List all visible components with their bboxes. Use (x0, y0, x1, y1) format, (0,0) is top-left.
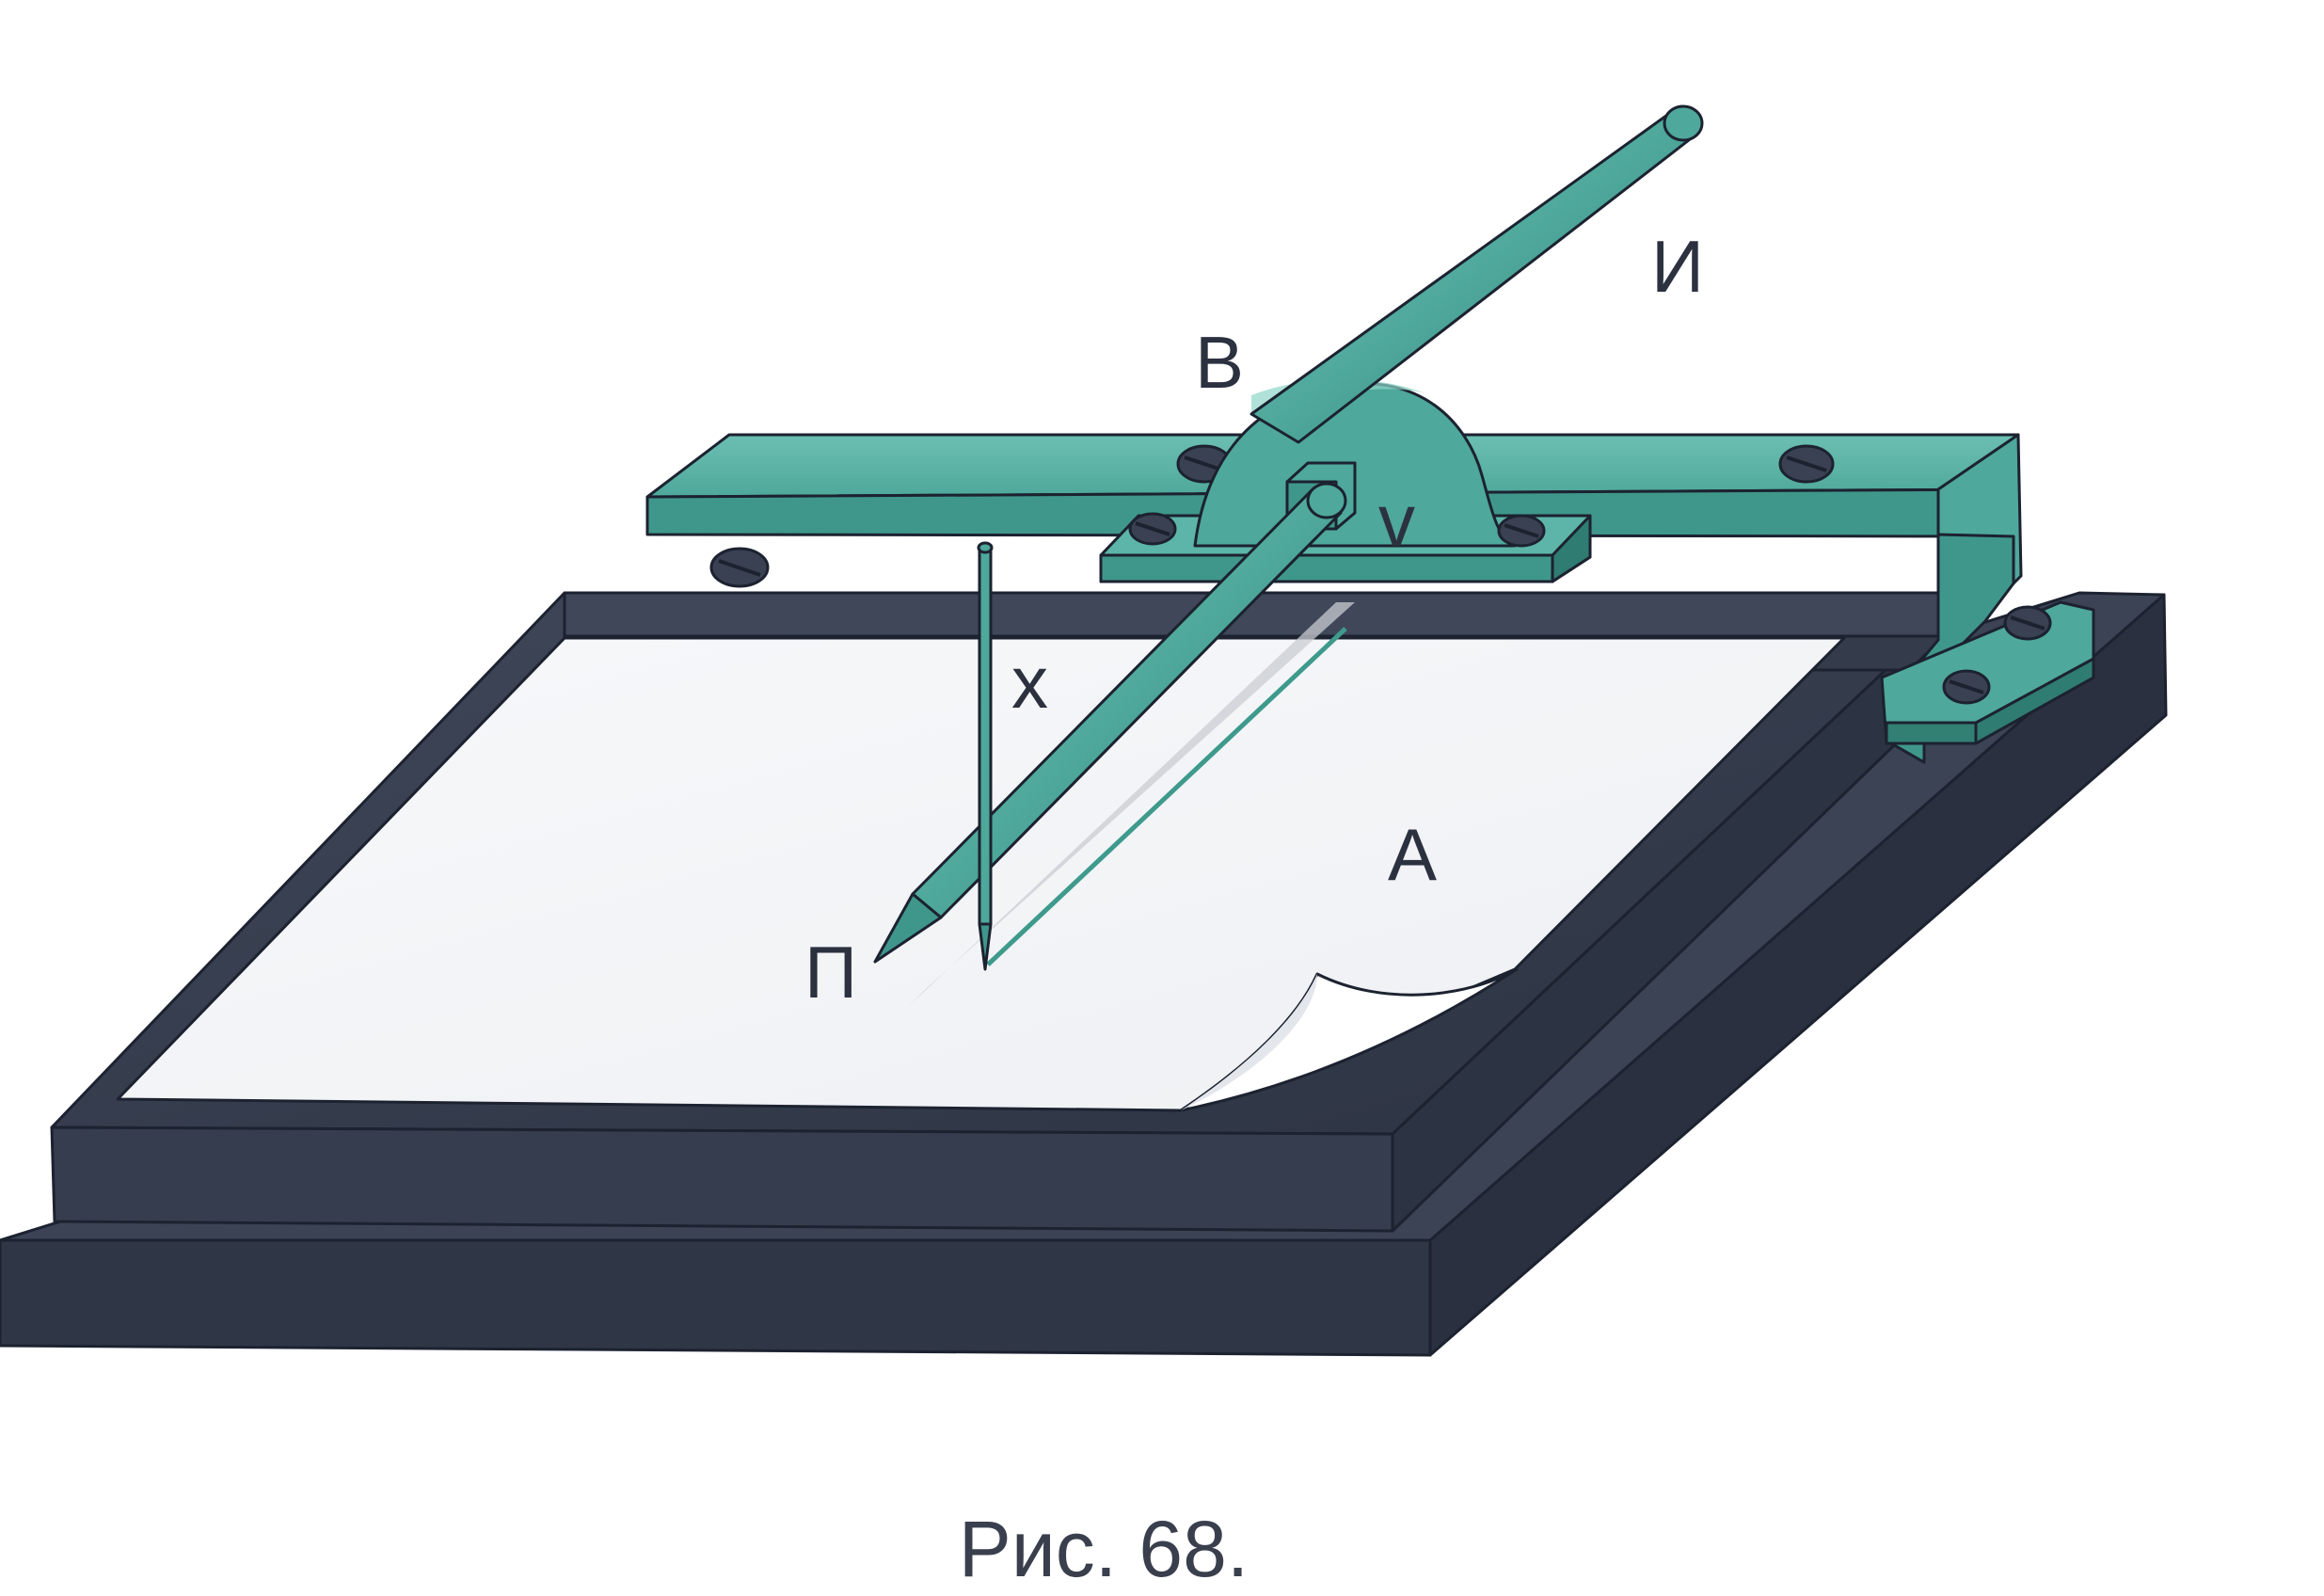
screw-icon (1128, 512, 1177, 546)
needle (977, 541, 994, 971)
screw-icon (2003, 605, 2052, 641)
label-x: x (1011, 641, 1048, 724)
rod-pointer (873, 482, 1347, 964)
screw-icon (1497, 514, 1546, 548)
screw-icon (1942, 669, 1991, 705)
label-V: В (1195, 321, 1244, 404)
guide-line (986, 627, 1347, 966)
label-z: z (1712, 528, 1746, 603)
rod-upper (1250, 104, 1704, 444)
label-I: И (1651, 225, 1704, 308)
screw-icon (1778, 444, 1835, 484)
screw-icon (709, 547, 770, 588)
label-A: А (1388, 813, 1437, 896)
label-P: П (804, 931, 857, 1013)
figure-caption: Рис. 68. (959, 1505, 1249, 1593)
label-v: v (1378, 479, 1415, 562)
paper-curl (1179, 967, 1519, 1112)
